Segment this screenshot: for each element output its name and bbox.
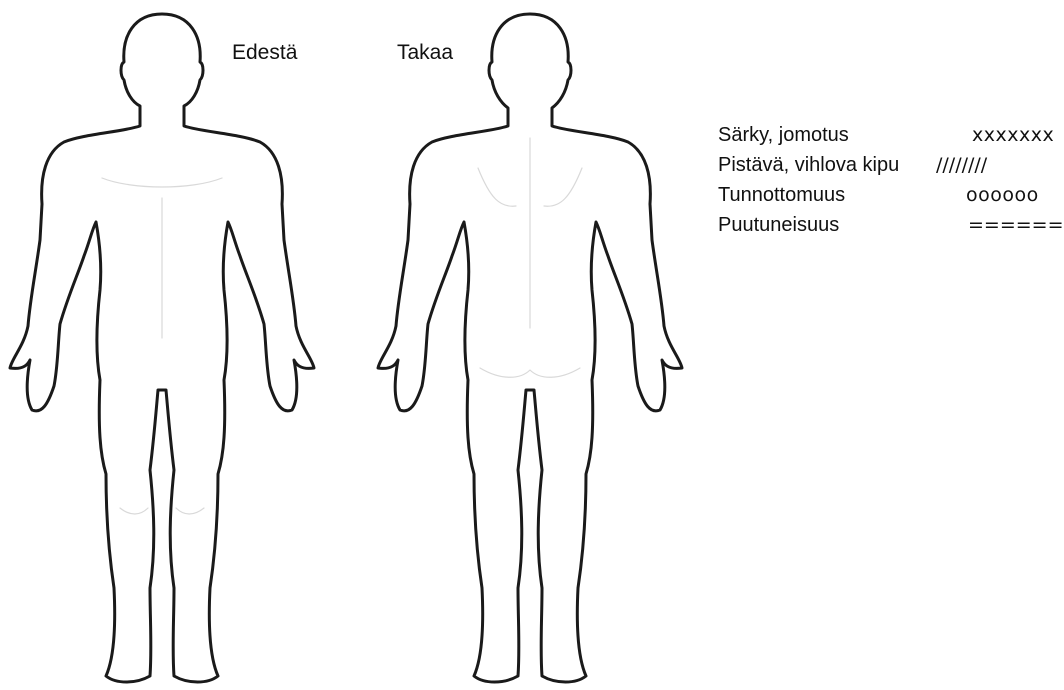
legend-symbol: oooooo (966, 184, 1039, 206)
legend-row-ache: Särky, jomotus xxxxxxx (718, 124, 1062, 154)
legend-row-tingling: Puutuneisuus ======= (718, 214, 1062, 244)
legend-symbol: //////// (936, 154, 987, 176)
body-back-outline-icon (370, 8, 690, 688)
legend-label: Puutuneisuus (718, 214, 839, 237)
legend-row-numbness: Tunnottomuus oooooo (718, 184, 1062, 214)
body-front-silhouette (10, 14, 314, 682)
legend-row-stabbing-pain: Pistävä, vihlova kipu //////// (718, 154, 1062, 184)
body-front-outline-icon (2, 8, 322, 688)
symptom-legend: Särky, jomotus xxxxxxx Pistävä, vihlova … (718, 124, 1062, 244)
view-label-back: Takaa (397, 42, 453, 63)
view-label-front: Edestä (232, 42, 297, 63)
legend-label: Pistävä, vihlova kipu (718, 154, 899, 177)
body-back-silhouette (378, 14, 682, 682)
legend-symbol: xxxxxxx (972, 124, 1054, 146)
legend-label: Tunnottomuus (718, 184, 845, 207)
legend-symbol: ======= (968, 214, 1064, 236)
body-front-diagram (2, 8, 322, 688)
body-back-diagram (370, 8, 690, 688)
legend-label: Särky, jomotus (718, 124, 849, 147)
